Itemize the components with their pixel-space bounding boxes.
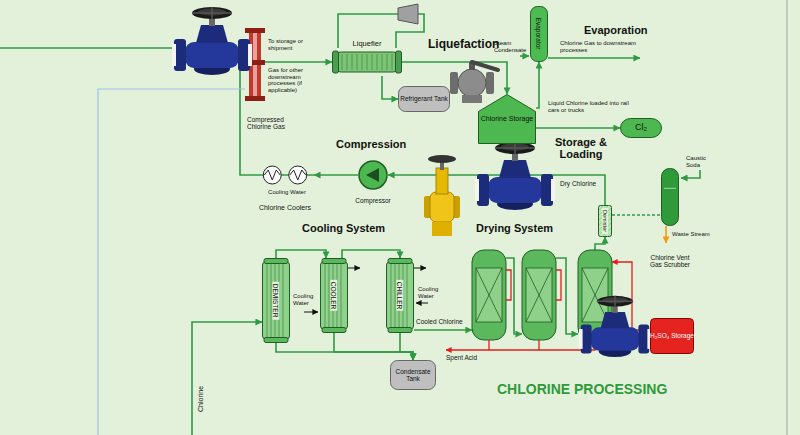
- condensate-tank: Condensate Tank: [390, 360, 436, 390]
- section-heading: Cooling System: [302, 222, 385, 234]
- demister-box: Demister: [598, 205, 612, 237]
- flow-label: Liquid Chlorine loaded into rail cars or…: [548, 100, 638, 113]
- liquefier-exchanger-shape: [332, 48, 402, 76]
- flow-label: Waste Stream: [672, 231, 710, 238]
- flow-label: Dry Chlorine: [560, 180, 596, 187]
- demister-exchanger: DEMISTER: [262, 258, 290, 343]
- flow-label: Cooled Chlorine: [416, 318, 463, 325]
- node-text-area: Evaporator: [530, 6, 548, 62]
- node-label: Chlorine Vent Gas Scrubber: [646, 254, 694, 268]
- node-text-area: H₂SO₄ Storage: [650, 318, 694, 354]
- evaporator-column: Evaporator: [530, 6, 548, 62]
- node-text-area: Demister: [598, 205, 612, 237]
- waste-line: [665, 226, 667, 243]
- cooler-exchanger: COOLER: [320, 258, 348, 333]
- flow-label: Compressed Chlorine Gas: [247, 116, 309, 131]
- node-label: Cl₂: [635, 123, 647, 133]
- flow-label: Steam Condensate: [494, 40, 528, 53]
- flow-label: To storage or shipment: [268, 38, 326, 51]
- flow-connector: [536, 62, 539, 108]
- node-label: Chlorine Coolers: [259, 204, 311, 212]
- section-heading: Evaporation: [584, 24, 648, 36]
- flow-connector: [612, 214, 661, 216]
- flow-label: Cooling Water: [252, 189, 322, 196]
- acid-tank: H₂SO₄ Storage: [650, 318, 694, 354]
- node-label: DEMISTER: [272, 282, 279, 320]
- compressor-symbol-shape: [358, 160, 388, 190]
- chlorine-tank: Cl₂: [620, 118, 662, 138]
- refrigerant-tank: Refrigerant Tank: [398, 86, 450, 112]
- node-label: Compressor: [355, 197, 390, 204]
- node-text-area: Chlorine Storage: [478, 94, 536, 144]
- flow-connector: [334, 333, 413, 360]
- node-text-area: COOLER: [320, 258, 348, 333]
- storage-tank: Chlorine Storage: [478, 94, 536, 144]
- drying-tower: [522, 250, 556, 340]
- section-heading: Storage & Loading: [545, 136, 617, 161]
- scrubber-column-shape: [661, 168, 679, 226]
- node-label: Demister: [602, 208, 608, 234]
- flow-connector: [400, 333, 413, 360]
- frame-line: [98, 89, 245, 435]
- diaphragm-valve: [475, 142, 555, 210]
- node-label: Liquefier: [353, 40, 382, 48]
- scrubber-column: Chlorine Vent Gas Scrubber: [646, 168, 694, 268]
- section-heading: Compression: [336, 138, 406, 150]
- drying-tower: [472, 250, 506, 340]
- diaphragm-valve: [579, 296, 651, 357]
- node-text-area: Refrigerant Tank: [398, 86, 450, 112]
- node-text-area: Compressor: [348, 190, 398, 204]
- node-label: Condensate Tank: [390, 368, 436, 382]
- node-label: CHILLER: [396, 280, 403, 311]
- cooler-pair: Chlorine Coolers: [248, 162, 322, 212]
- node-label: H₂SO₄ Storage: [650, 332, 694, 339]
- ball-valve: [450, 62, 498, 103]
- section-heading: Liquefaction: [428, 38, 499, 51]
- node-label: Evaporator: [535, 18, 542, 50]
- node-text-area: Cl₂: [620, 118, 662, 138]
- flow-label: Chlorine Gas to downstream processes: [560, 40, 644, 53]
- liquefier-exchanger: Liquefier: [326, 36, 408, 78]
- flow-connector: [382, 76, 398, 99]
- chiller-exchanger: CHILLER: [386, 258, 414, 333]
- node-text-area: CHILLER: [386, 258, 414, 333]
- cooler-pair-shape: [256, 162, 314, 188]
- frame-line: [787, 0, 788, 435]
- pipe-lines: [0, 14, 700, 435]
- flow-label: Cooling Water: [293, 293, 319, 306]
- flow-connector: [342, 250, 400, 258]
- refrigeration-compressor: [398, 4, 418, 24]
- flow-label: Chlorine: [197, 386, 205, 412]
- flow-connector: [536, 127, 620, 129]
- node-label: Chlorine Storage: [481, 115, 534, 123]
- node-label: Refrigerant Tank: [400, 95, 448, 102]
- flow-label: Cooling Water: [418, 286, 448, 299]
- diagram-title: CHLORINE PROCESSING: [497, 382, 667, 398]
- flow-label: Spent Acid: [446, 354, 477, 361]
- flow-connector: [314, 174, 358, 176]
- node-text-area: Condensate Tank: [390, 360, 436, 390]
- flow-connector: [276, 250, 326, 258]
- flow-label: Caustic Soda: [686, 155, 718, 168]
- node-text-area: DEMISTER: [262, 258, 290, 343]
- compressor-symbol: Compressor: [348, 160, 398, 204]
- diaphragm-valve: [172, 7, 252, 75]
- section-heading: Drying System: [476, 222, 553, 234]
- flow-label: Gas for other downstream processes (if a…: [268, 67, 326, 94]
- node-text-area: Liquefier: [326, 36, 408, 48]
- gate-valve: [424, 155, 460, 236]
- node-label: COOLER: [330, 280, 337, 311]
